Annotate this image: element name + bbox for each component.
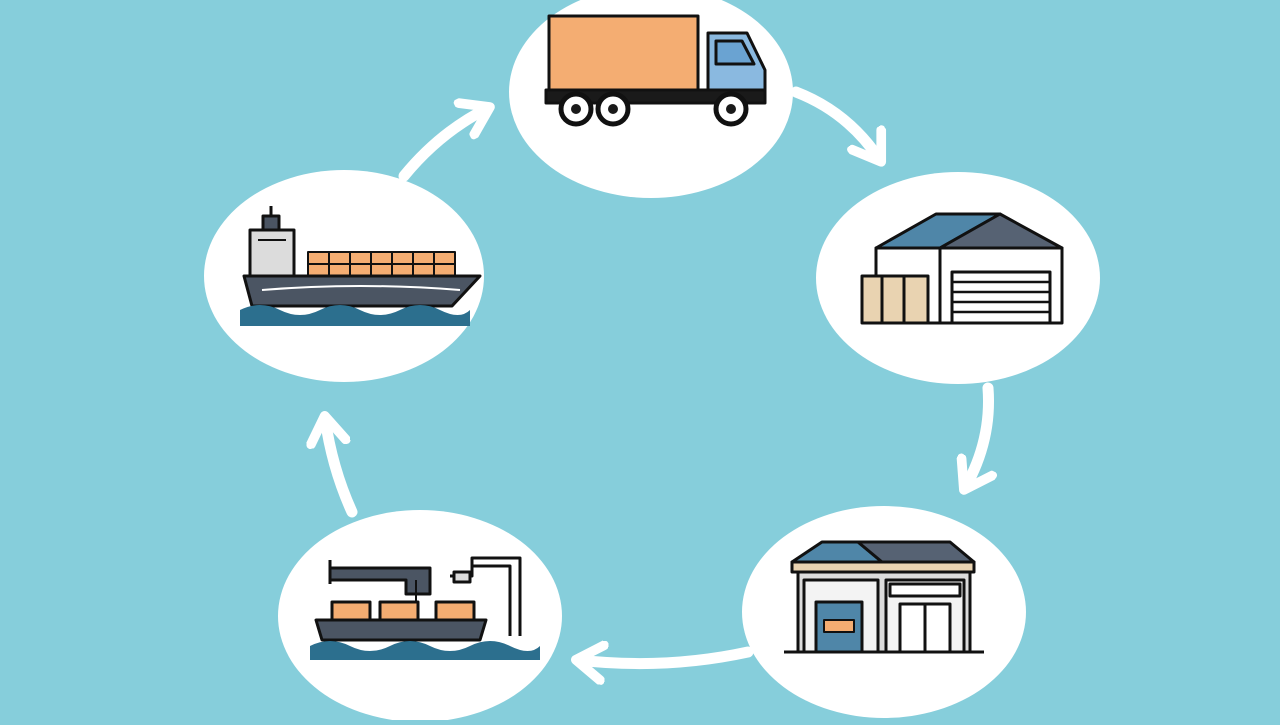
arrow-warehouse-to-depot: [965, 382, 989, 488]
node-circle-port: [278, 510, 562, 722]
arrow-truck-to-warehouse: [790, 86, 880, 160]
container-ship-icon: [240, 206, 482, 326]
truck-icon: [544, 14, 767, 127]
arrow-depot-to-port: [578, 652, 754, 664]
arrow-port-to-ship: [325, 418, 358, 518]
cycle-arrows: [325, 86, 989, 664]
arrow-ship-to-truck: [398, 108, 488, 182]
warehouse-icon: [860, 212, 1064, 325]
port-crane-barge-icon: [310, 556, 540, 660]
depot-building-icon: [784, 540, 984, 654]
